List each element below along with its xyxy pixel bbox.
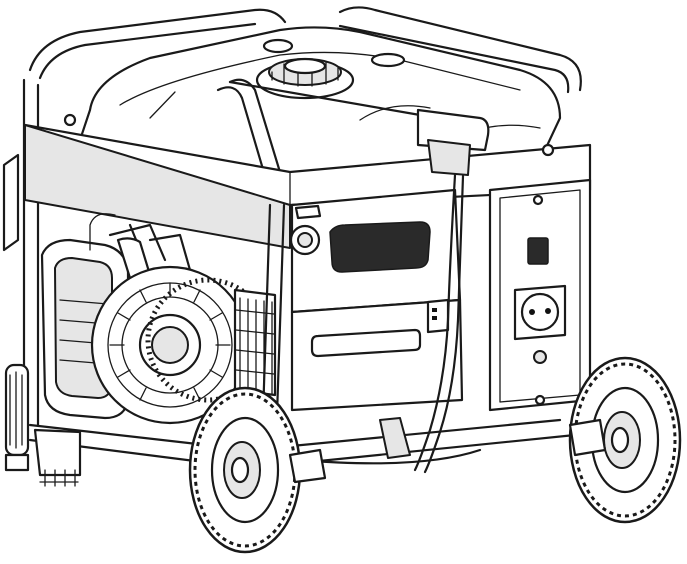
foot-pad [33,428,82,477]
breaker-button [533,350,547,364]
ac-outlet [513,284,567,341]
bolt-icon [541,143,555,157]
recoil-starter [90,265,271,425]
alternator-vent [233,288,277,397]
tank-vent [370,52,406,68]
fuel-gauge [262,38,294,54]
front-handle-grip [310,328,422,358]
fuel-cap [255,57,355,100]
control-panel [488,178,592,412]
front-wheel [188,386,327,554]
bolt-icon [63,113,77,127]
power-switch [527,237,549,265]
side-handle [2,153,30,472]
rear-wheel [568,356,682,524]
muffler-cover [289,188,464,412]
rear-frame [28,6,582,94]
